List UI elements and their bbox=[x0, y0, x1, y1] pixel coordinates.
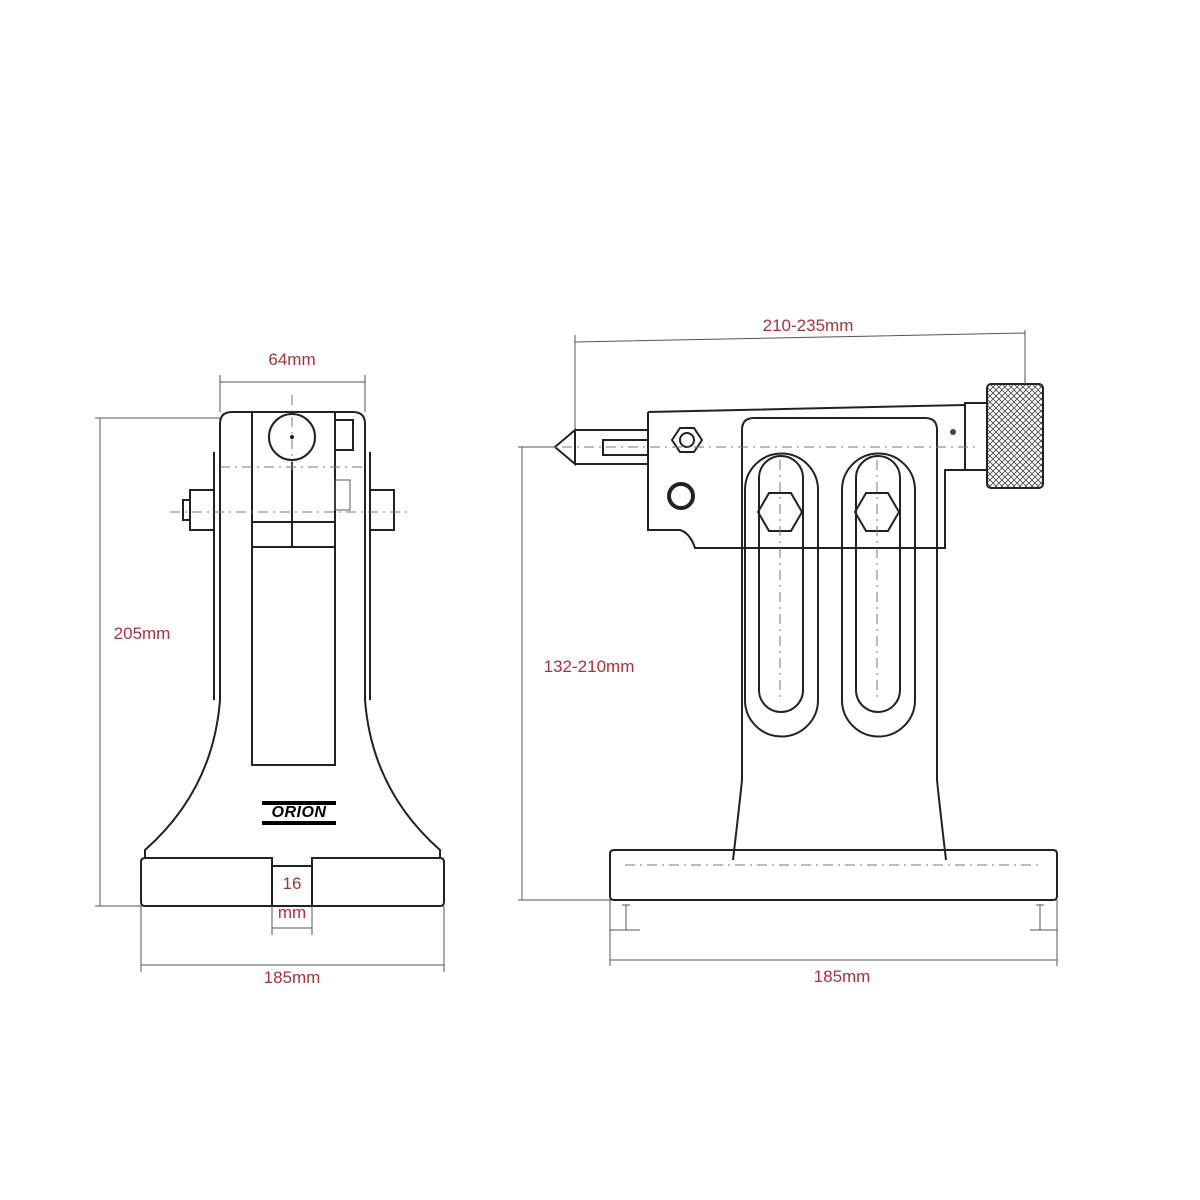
nut-left-icon bbox=[189, 489, 215, 531]
dim-front-base-width: 185mm bbox=[263, 968, 321, 987]
carriage bbox=[647, 403, 966, 549]
slot-left-inner bbox=[758, 455, 804, 713]
dim-line-center-height bbox=[518, 446, 610, 901]
front-base bbox=[140, 857, 445, 907]
nut-right-icon bbox=[369, 489, 395, 531]
hex-nut-icon bbox=[670, 427, 704, 453]
slot-left bbox=[744, 452, 819, 738]
set-screw bbox=[334, 479, 351, 511]
front-center-lines bbox=[170, 395, 410, 513]
side-base bbox=[609, 849, 1058, 901]
clamp-split bbox=[252, 462, 335, 548]
dim-front-width-top: 64mm bbox=[268, 350, 316, 369]
center-point bbox=[553, 427, 648, 467]
dim-line-slot-width bbox=[271, 906, 313, 935]
front-view bbox=[95, 375, 445, 972]
bore-center-mark bbox=[290, 435, 294, 439]
front-column bbox=[251, 412, 336, 766]
knob-hub bbox=[964, 402, 988, 471]
spindle-bore bbox=[268, 413, 316, 461]
dim-line-side-base-width bbox=[609, 900, 1058, 966]
clamp-screw-head bbox=[334, 419, 354, 451]
orion-logo: ORION bbox=[262, 801, 336, 825]
socket-screw-icon bbox=[667, 482, 695, 510]
hex-nut-bore bbox=[679, 432, 695, 448]
hex-bolt-icon bbox=[756, 492, 804, 532]
side-view bbox=[518, 330, 1058, 966]
dim-line-side-length bbox=[574, 330, 1026, 430]
dim-center-height: 132-210mm bbox=[543, 657, 635, 676]
dim-line-front-width-top bbox=[219, 375, 366, 412]
dim-front-height: 205mm bbox=[113, 624, 171, 643]
hex-bolt-icon bbox=[853, 492, 901, 532]
knurled-knob-icon bbox=[986, 383, 1044, 489]
dim-line-front-base-width bbox=[140, 906, 445, 972]
slot-right bbox=[841, 452, 916, 738]
dim-line-front-height bbox=[95, 417, 220, 907]
front-body-outline bbox=[144, 411, 441, 858]
dim-side-length: 210-235mm bbox=[762, 316, 854, 335]
dim-slot-width-value: 16 bbox=[282, 874, 302, 893]
oil-hole-icon bbox=[950, 429, 956, 435]
dim-slot-width-unit: mm bbox=[277, 903, 307, 922]
dim-side-base-width: 185mm bbox=[813, 967, 871, 986]
upright bbox=[732, 417, 947, 861]
slot-right-inner bbox=[855, 455, 901, 713]
side-center-lines bbox=[540, 446, 1040, 866]
bolt-end-left bbox=[182, 499, 191, 521]
base-slot bbox=[271, 866, 313, 906]
dim-line-base-foot bbox=[610, 904, 1057, 931]
